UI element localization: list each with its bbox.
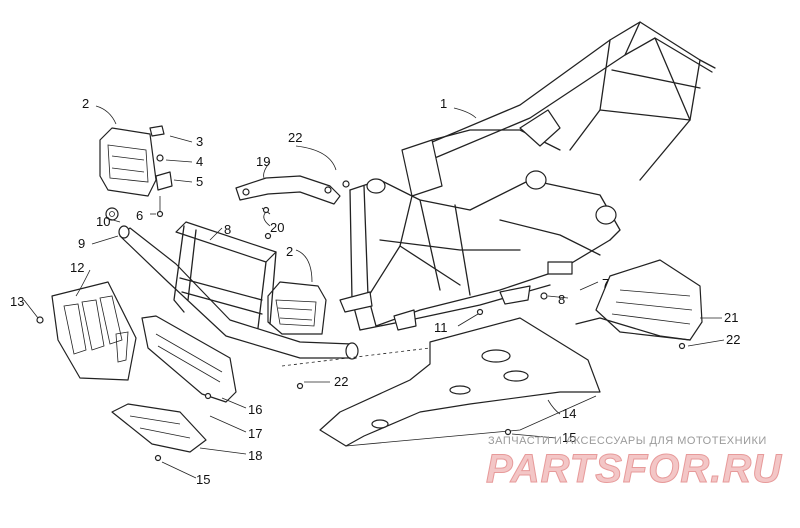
main-frame: [339, 21, 716, 331]
watermark-caption: ЗАПЧАСТИ И АКСЕССУАРЫ ДЛЯ МОТОТЕХНИКИ: [488, 435, 767, 447]
callout-12: 12: [70, 260, 84, 275]
callout-8: 8: [224, 222, 231, 237]
main-skid-plate: [319, 317, 601, 447]
headlight-right: [267, 281, 327, 335]
watermark-brand: PARTSFOR.RU: [486, 447, 782, 491]
callout-8: 8: [558, 292, 565, 307]
leader-lines: [23, 105, 725, 479]
callout-18: 18: [248, 448, 262, 463]
bolt: [540, 292, 548, 300]
callout-20: 20: [270, 220, 284, 235]
callout-15: 15: [196, 472, 210, 487]
callout-13: 13: [10, 294, 24, 309]
callouts: 1 2 3 4 5 6 22 19 20 2 10 9 8 12 13 22 1…: [10, 96, 740, 487]
callout-7: 7: [602, 276, 609, 291]
callout-2: 2: [286, 244, 293, 259]
lower-guard: [141, 315, 304, 403]
front-skid-plate: [111, 403, 207, 462]
bracket: [235, 175, 341, 215]
callout-17: 17: [248, 426, 262, 441]
bolt: [342, 180, 350, 188]
front-bumper: [105, 207, 359, 360]
headlight-left: [99, 125, 173, 218]
callout-16: 16: [248, 402, 262, 417]
callout-22: 22: [726, 332, 740, 347]
bolt: [476, 308, 484, 316]
callout-2: 2: [82, 96, 89, 111]
callout-21: 21: [724, 310, 738, 325]
callout-4: 4: [196, 154, 203, 169]
watermark: ЗАПЧАСТИ И АКСЕССУАРЫ ДЛЯ МОТОТЕХНИКИ PA…: [486, 435, 782, 492]
front-grille: [36, 281, 137, 381]
callout-1: 1: [440, 96, 447, 111]
callout-22: 22: [334, 374, 348, 389]
callout-19: 19: [256, 154, 270, 169]
callout-5: 5: [196, 174, 203, 189]
callout-14: 14: [562, 406, 576, 421]
callout-15: 15: [562, 430, 576, 445]
callout-22: 22: [288, 130, 302, 145]
callout-11: 11: [434, 320, 448, 335]
callout-9: 9: [78, 236, 85, 251]
callout-6: 6: [136, 208, 143, 223]
footrest: [575, 259, 703, 350]
callout-3: 3: [196, 134, 203, 149]
callout-10: 10: [96, 214, 110, 229]
